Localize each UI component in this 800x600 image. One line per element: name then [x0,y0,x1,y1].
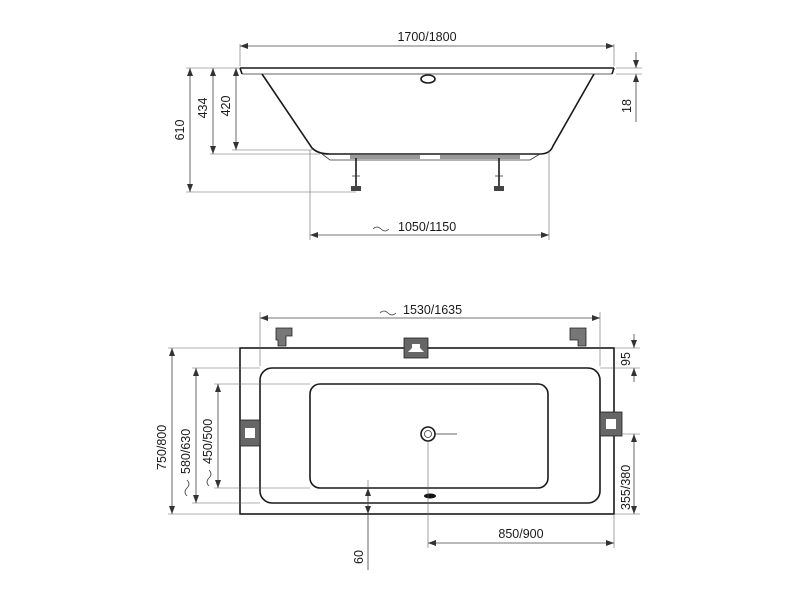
side-leg-left [351,158,361,191]
side-leg-right [494,158,504,191]
dim-label-inner-length: 1530/1635 [403,303,462,317]
side-view: 1700/1800 610 434 420 18 1050/1150 [173,30,642,240]
dim-label-inner-width: 580/630 [179,429,193,474]
side-body-outline [261,73,595,155]
dim-label-434: 434 [196,98,210,119]
top-view: 1530/1635 750/800 580/630 450/500 95 [155,303,640,570]
top-bottom-basin [309,383,549,489]
side-base-plate [321,153,541,161]
dim-label-drain-position: 850/900 [498,527,543,541]
dim-label-drain-offset: 355/380 [619,465,633,510]
drain-icon [420,426,457,442]
approx-tilde-icon [372,226,390,232]
dim-label-60: 60 [352,550,366,564]
mounting-bracket-icon [239,419,261,447]
overflow-icon [420,74,436,84]
dim-label-420: 420 [219,96,233,117]
mounting-bracket-icon [569,327,587,347]
dim-label-width: 1700/1800 [397,30,456,44]
dim-label-610: 610 [173,120,187,141]
side-support-right [440,155,520,159]
dim-label-95: 95 [619,352,633,366]
mounting-bracket-icon [275,327,293,347]
mounting-bracket-icon [599,411,623,437]
overflow-icon [424,493,436,499]
mounting-bracket-icon [403,337,429,359]
dim-label-bottom-width: 450/500 [201,419,215,464]
dim-label-base: 1050/1150 [398,220,456,234]
dim-label-18: 18 [620,99,634,113]
approx-tilde-icon [206,469,212,487]
dim-label-total-width: 750/800 [155,425,169,470]
approx-tilde-icon [184,479,190,497]
approx-tilde-icon [379,310,397,316]
side-support-left [350,155,420,159]
